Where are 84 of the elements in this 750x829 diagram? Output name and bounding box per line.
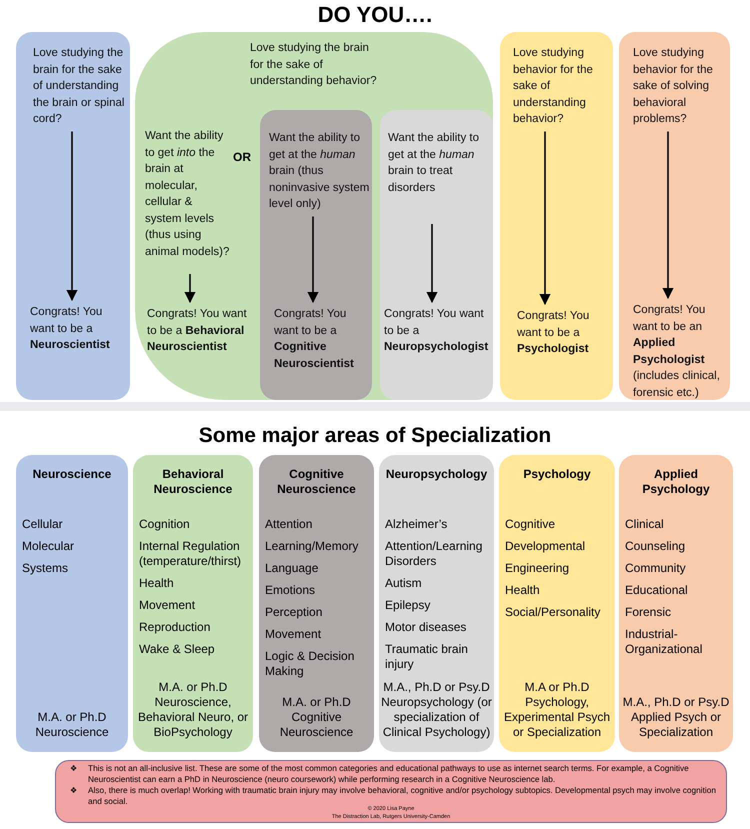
list-item: Health xyxy=(139,576,175,591)
bullet-mark: ❖ xyxy=(70,785,77,796)
degree-text: M.A., Ph.D or Psy.D Neuropsychology (or specialization of Clinical Psychology) xyxy=(381,680,492,740)
list-item: Community xyxy=(625,561,687,576)
question-text: Want the ability to get at the human brain to treat disorders xyxy=(388,130,493,196)
list-item: Cognition xyxy=(139,517,191,532)
list-item: Wake & Sleep xyxy=(139,642,216,657)
question-text: Love studying the brain for the sake of understanding the brain or spinal cord? xyxy=(33,45,130,128)
list-item: Industrial-Organizational xyxy=(625,627,704,657)
result-text: Congrats! You want to be a Cognitive Neuroscientist xyxy=(274,306,370,372)
list-item: Engineering xyxy=(505,561,570,576)
list-item: Counseling xyxy=(625,539,686,554)
question-text: Want the ability to get into the brain at molecular, cellular & system levels (thus using animal models)? xyxy=(145,128,231,260)
degree-text: M.A. or Ph.D Cognitive Neuroscience xyxy=(278,695,354,740)
column-panel xyxy=(133,455,253,752)
column-panel xyxy=(500,32,613,400)
list-item: Language xyxy=(265,561,320,576)
list-item: Autism xyxy=(385,576,423,591)
list-item: Alzheimer’s xyxy=(385,517,448,532)
question-text: Want the ability to get at the human brain (thus noninvasive system level only) xyxy=(269,130,371,212)
list-item: Attention xyxy=(265,517,314,532)
list-item: Systems xyxy=(22,561,70,576)
connector-word: OR xyxy=(233,150,251,164)
column-heading: Behavioral Neuroscience xyxy=(152,467,234,497)
list-item: Learning/Memory xyxy=(265,539,360,554)
question-text: Love studying the brain for the sake of understanding behavior? xyxy=(250,41,378,89)
column-panel xyxy=(135,32,493,400)
list-item: Perception xyxy=(265,605,324,620)
page-title: DO YOU…. xyxy=(316,2,434,28)
degree-text: M.A. or Ph.D Neuroscience, Behavioral Neuro, or BioPsychology xyxy=(136,680,250,740)
list-item: Cellular xyxy=(22,517,64,532)
column-heading: Neuropsychology xyxy=(384,467,488,482)
note-panel xyxy=(55,760,727,823)
column-heading: Cognitive Neuroscience xyxy=(276,467,357,497)
column-panel xyxy=(499,455,615,752)
column-panel xyxy=(379,455,494,752)
arrow xyxy=(539,132,551,306)
arrow xyxy=(66,132,78,302)
column-panel xyxy=(259,455,374,752)
result-text: Congrats! You want to be a Neuroscientist xyxy=(30,304,126,354)
list-item: Clinical xyxy=(625,517,665,532)
list-item: Logic & Decision Making xyxy=(265,649,356,679)
list-item: Molecular xyxy=(22,539,76,554)
column-panel xyxy=(619,32,730,400)
arrow xyxy=(662,132,674,300)
column-panel xyxy=(16,455,128,752)
list-item: Emotions xyxy=(265,583,316,598)
column-heading: Neuroscience xyxy=(32,467,112,482)
list-item: Educational xyxy=(625,583,689,598)
degree-text: M.A or Ph.D Psychology, Experimental Psych or Specialization xyxy=(502,680,612,740)
arrow xyxy=(426,224,438,304)
question-text: Love studying behavior for the sake of solving behavioral problems? xyxy=(633,45,729,128)
list-item: Motor diseases xyxy=(385,620,468,635)
list-item: Attention/Learning Disorders xyxy=(385,539,484,569)
column-panel xyxy=(16,32,130,400)
section-heading: Some major areas of Specialization xyxy=(198,424,552,448)
arrow xyxy=(184,274,196,304)
column-heading: Applied Psychology xyxy=(641,467,711,497)
footnote-text: Also, there is much overlap! Working with traumatic brain injury may involve behavioral, cognitive and/or psychology subtopics. Developmental psych may involve cognition and social. xyxy=(88,785,717,806)
list-item: Traumatic brain injury xyxy=(385,642,469,672)
column-panel xyxy=(619,455,733,752)
column-heading: Psychology xyxy=(522,467,592,482)
bullet-mark: ❖ xyxy=(70,763,77,774)
degree-text: M.A., Ph.D or Psy.D Applied Psych or Specialization xyxy=(622,695,730,740)
list-item: Forensic xyxy=(625,605,672,620)
arrow xyxy=(307,216,319,304)
result-text: Congrats! You want to be a Neuropsychologist xyxy=(384,306,493,356)
footnote-text: This is not an all-inclusive list. These are some of the most common categories and educational pathways to use as internet search terms. For example, a Cognitive Neuroscientist can earn a PhD in Neuroscience (neuro coursework) while performing research in a Cognitive Neuroscience lab. xyxy=(88,763,690,785)
list-item: Cognitive xyxy=(505,517,556,532)
result-text: Congrats! You want to be a Behavioral Neuroscientist xyxy=(147,306,247,356)
result-text: Congrats! You want to be an Applied Psychologist (includes clinical, forensic etc.) xyxy=(633,302,730,401)
list-item: Epilepsy xyxy=(385,598,432,613)
question-text: Love studying behavior for the sake of understanding behavior? xyxy=(513,45,610,128)
result-text: Congrats! You want to be a Psychologist xyxy=(517,308,612,358)
degree-text: M.A. or Ph.D Neuroscience xyxy=(34,710,110,740)
list-item: Reproduction xyxy=(139,620,212,635)
list-item: Internal Regulation (temperature/thirst) xyxy=(139,539,242,569)
column-panel xyxy=(380,110,493,400)
column-panel xyxy=(260,110,372,400)
list-item: Health xyxy=(505,583,541,598)
list-item: Movement xyxy=(139,598,196,613)
list-item: Developmental xyxy=(505,539,586,554)
list-item: Social/Personality xyxy=(505,605,602,620)
list-item: Movement xyxy=(265,627,322,642)
